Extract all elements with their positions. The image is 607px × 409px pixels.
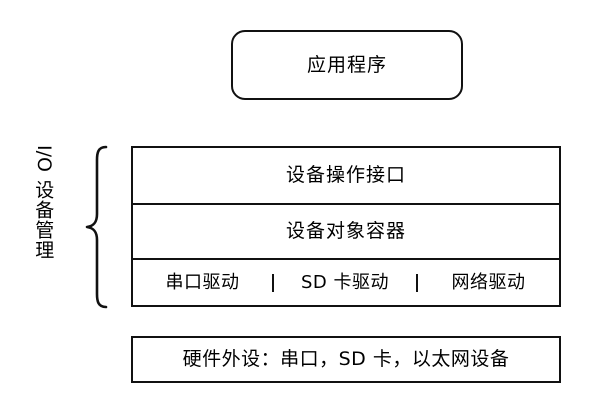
layer-drivers: 串口驱动 SD 卡驱动 网络驱动	[133, 260, 559, 305]
driver-serial-label: 串口驱动	[165, 271, 240, 293]
application-label: 应用程序	[306, 53, 387, 76]
layer-1-label: 设备操作接口	[285, 164, 406, 186]
driver-cell-sdcard: SD 卡驱动	[274, 271, 418, 293]
driver-network-label: 网络驱动	[451, 271, 526, 293]
device-management-text: 设备管理	[32, 180, 55, 260]
driver-cell-serial: 串口驱动	[133, 271, 274, 293]
hardware-peripherals-box: 硬件外设：串口，SD 卡，以太网设备	[131, 336, 561, 383]
application-box: 应用程序	[231, 30, 463, 100]
hardware-peripherals-label: 硬件外设：串口，SD 卡，以太网设备	[182, 348, 510, 370]
io-management-label: I/O 设备管理	[28, 139, 58, 311]
io-stack: 设备操作接口 设备对象容器 串口驱动 SD 卡驱动 网络驱动	[131, 146, 561, 307]
layer-device-object-container: 设备对象容器	[133, 205, 559, 260]
layer-2-label: 设备对象容器	[285, 220, 406, 242]
curly-brace-icon	[84, 144, 110, 310]
layer-device-operation-interface: 设备操作接口	[133, 148, 559, 205]
driver-cell-network: 网络驱动	[418, 271, 559, 293]
io-text: I/O	[32, 145, 55, 172]
driver-sdcard-label: SD 卡驱动	[300, 271, 389, 293]
